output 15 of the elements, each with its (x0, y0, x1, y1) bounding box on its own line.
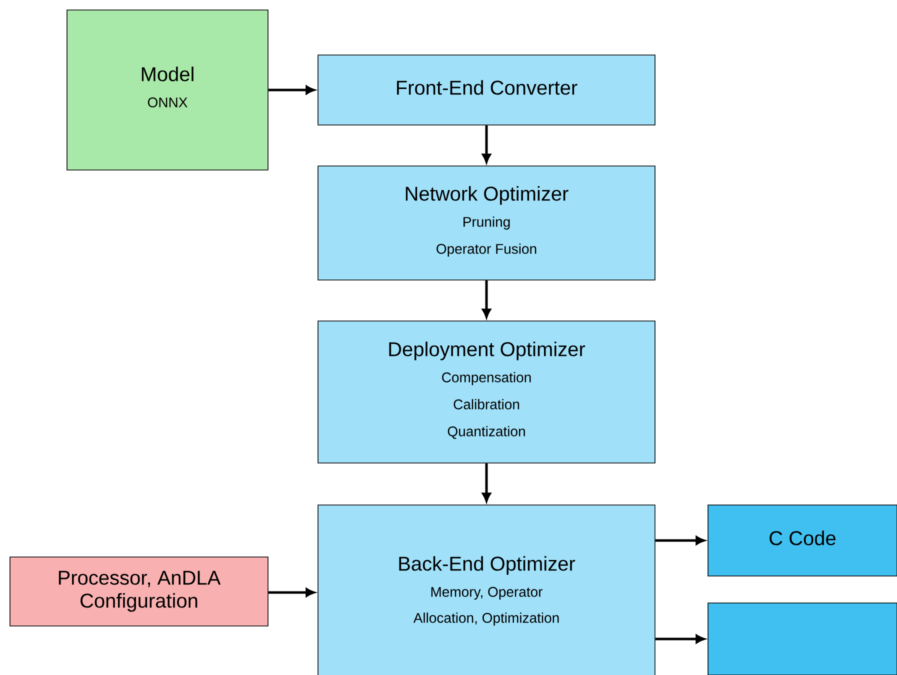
process-box: Back-End Optimizer Memory, Operator Allocation, Optimization (318, 504, 656, 675)
output-box (708, 602, 897, 675)
arrow (268, 588, 315, 597)
process-box: Front-End Converter (318, 54, 656, 126)
arrow (482, 280, 491, 318)
arrow (655, 634, 705, 644)
process-box: Deployment Optimizer Compensation Calibration Quantization (318, 320, 656, 464)
input-box: Processor, AnDLA Configuration (10, 556, 268, 626)
arrow (482, 463, 491, 502)
arrow (482, 125, 491, 163)
arrow (655, 536, 705, 545)
arrow (268, 86, 315, 94)
output-box: C Code (708, 504, 897, 576)
process-box: Network Optimizer Pruning Operator Fusion (318, 166, 656, 280)
input-box: Model ONNX (66, 10, 268, 170)
